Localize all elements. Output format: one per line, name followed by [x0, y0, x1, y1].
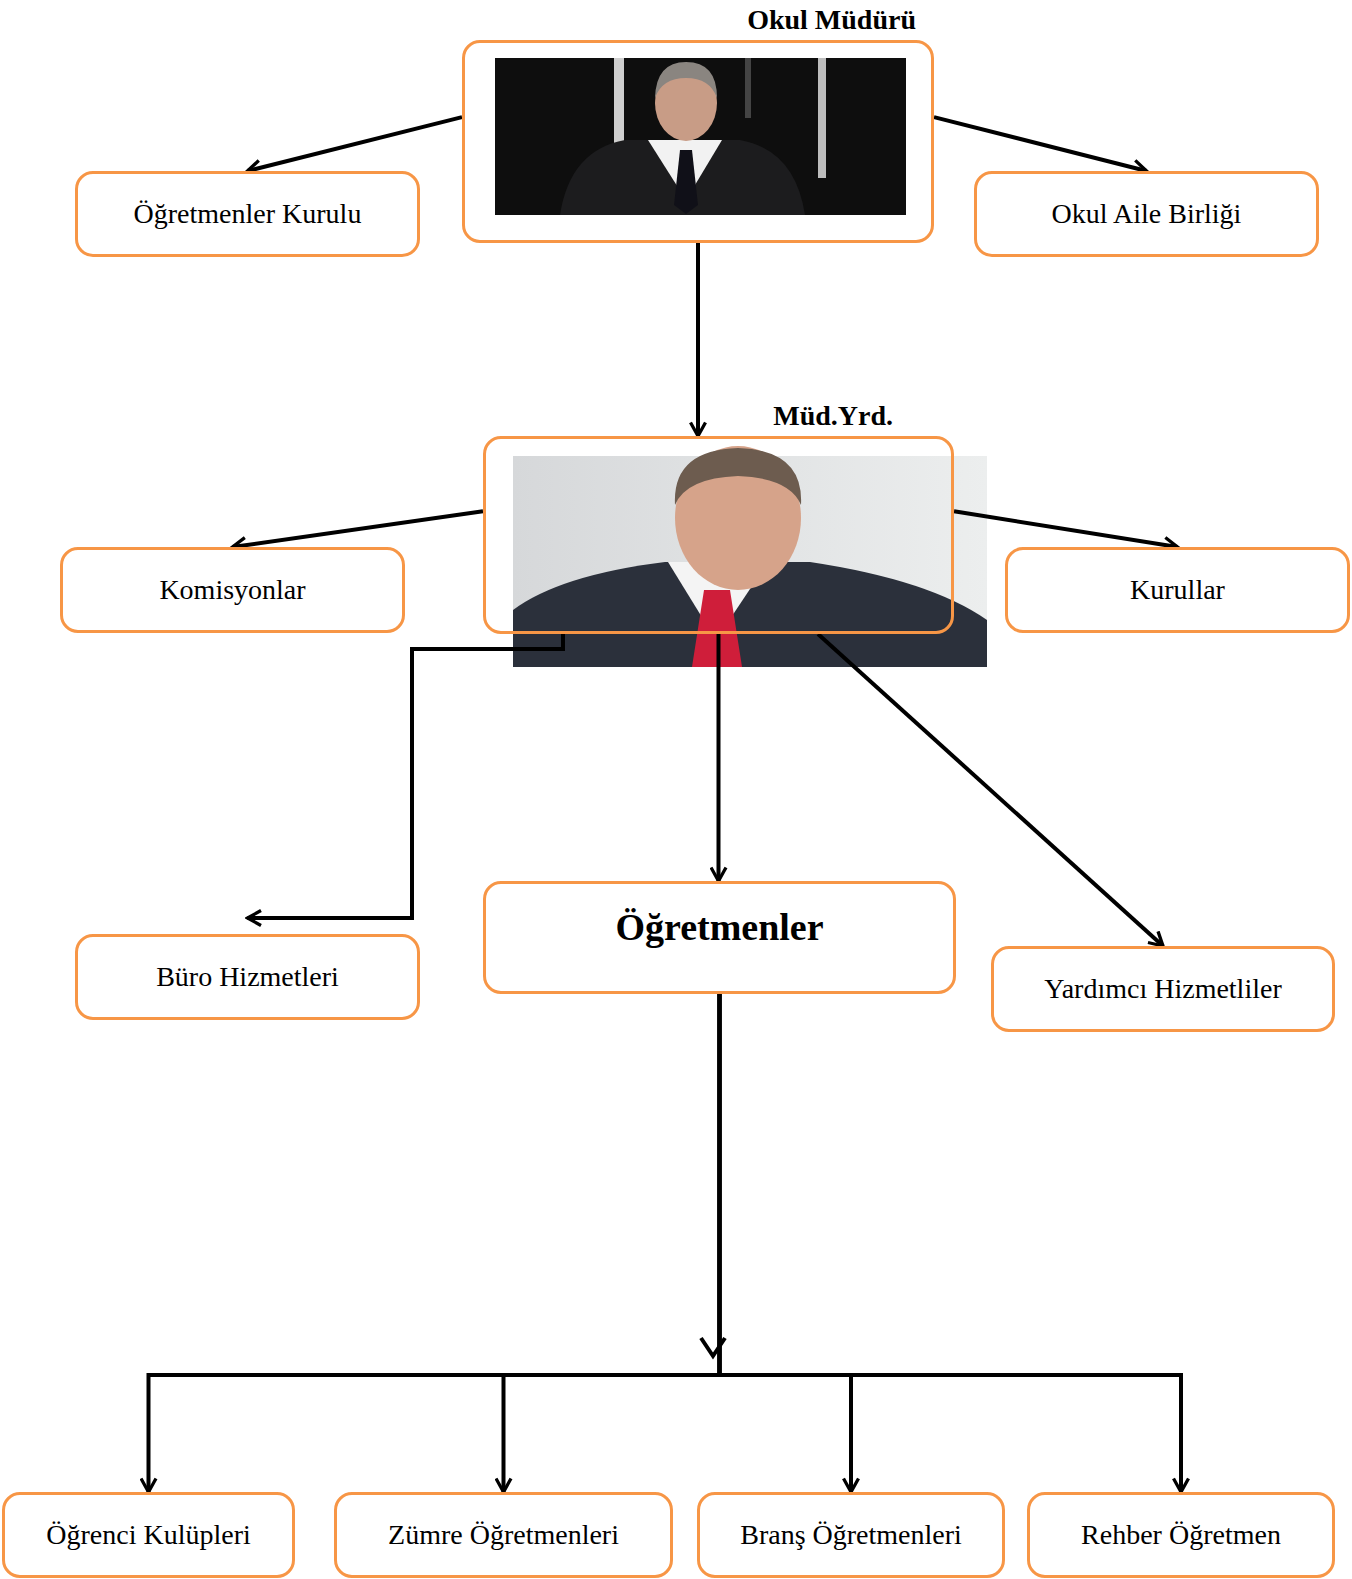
box-label: Öğretmenler Kurulu	[134, 198, 362, 230]
org-box: Okul Aile Birliği	[974, 171, 1319, 257]
box-label: Büro Hizmetleri	[156, 961, 339, 993]
org-box: Öğretmenler	[483, 881, 956, 994]
connector-arrow	[720, 994, 852, 1492]
photo-box: Okul Müdürü	[462, 40, 934, 243]
box-label: Öğrenci Kulüpleri	[46, 1519, 251, 1551]
connector-arrow	[717, 634, 721, 881]
box-label: Rehber Öğretmen	[1081, 1519, 1281, 1551]
org-box: Öğretmenler Kurulu	[75, 171, 420, 257]
role-heading: Okul Müdürü	[465, 4, 931, 36]
box-label: Branş Öğretmenleri	[740, 1519, 962, 1551]
org-box: Büro Hizmetleri	[75, 934, 420, 1020]
connector-arrow	[696, 243, 700, 436]
connector-arrow	[248, 634, 564, 918]
org-box: Yardımcı Hizmetliler	[991, 946, 1335, 1032]
connector-arrow	[954, 511, 1178, 547]
box-label: Zümre Öğretmenleri	[388, 1519, 619, 1551]
photo-box: Müd.Yrd.	[483, 436, 954, 634]
director-photo	[495, 58, 906, 215]
org-box: Zümre Öğretmenleri	[334, 1492, 673, 1578]
connector-arrow	[233, 511, 484, 547]
connector-arrow	[720, 994, 1182, 1492]
box-label: Komisyonlar	[159, 574, 305, 606]
box-label: Kurullar	[1130, 574, 1225, 606]
connector-arrow	[934, 117, 1147, 171]
connector-arrow	[149, 994, 720, 1492]
org-box: Öğrenci Kulüpleri	[2, 1492, 295, 1578]
box-label: Öğretmenler	[615, 905, 823, 949]
org-box: Kurullar	[1005, 547, 1350, 633]
org-box: Branş Öğretmenleri	[697, 1492, 1005, 1578]
connector-arrow	[248, 117, 463, 171]
box-label: Okul Aile Birliği	[1052, 198, 1242, 230]
box-label: Yardımcı Hizmetliler	[1044, 973, 1281, 1005]
org-box: Komisyonlar	[60, 547, 405, 633]
connector-arrow	[504, 994, 720, 1492]
org-box: Rehber Öğretmen	[1027, 1492, 1335, 1578]
role-heading: Müd.Yrd.	[486, 400, 951, 432]
